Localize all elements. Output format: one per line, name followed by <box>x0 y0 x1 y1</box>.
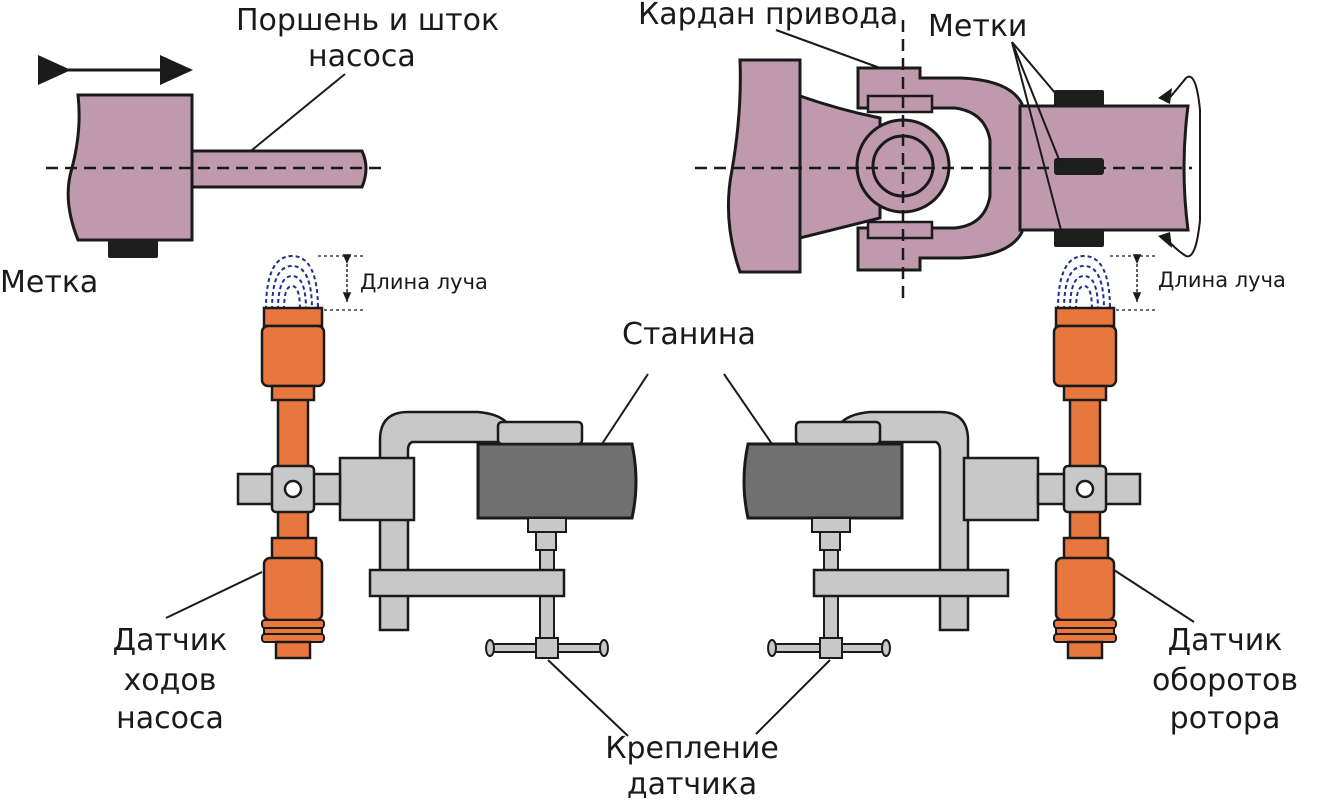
piston-rod-label-line2: насоса <box>308 39 416 74</box>
mount-label-line2: датчика <box>626 767 758 802</box>
rotor-mark-middle <box>1054 158 1104 175</box>
piston-rod-label-line1: Поршень и шток <box>236 3 500 38</box>
rotor-sensor-label-line2: оборотов <box>1151 663 1299 698</box>
drive-cardan-label: Кардан привода <box>638 0 899 32</box>
beam-length-right-label: Длина луча <box>1158 268 1286 292</box>
rotation-arrow <box>1165 75 1201 258</box>
beam-right <box>1057 254 1156 311</box>
leader-lines <box>165 373 1195 737</box>
drive-cardan <box>695 20 1201 305</box>
rotor-mark-top <box>1054 90 1104 107</box>
rotor-sensor-label-line1: Датчик <box>1167 623 1283 658</box>
pump-piston <box>46 93 384 258</box>
beam-length-left-label: Длина луча <box>360 270 488 294</box>
beam-left <box>265 254 366 311</box>
rotor-sensor-label-line3: ротора <box>1169 701 1281 736</box>
pump-sensor-label-line1: Датчик <box>112 623 228 658</box>
rotor-rpm-sensor-assembly <box>742 306 1142 660</box>
marks-leaders <box>1011 41 1063 235</box>
pump-mark <box>108 240 158 258</box>
marks-label: Метки <box>928 9 1028 44</box>
piston-leader <box>251 73 346 151</box>
mark-label: Метка <box>0 265 99 300</box>
mount-label-line1: Крепление <box>605 731 779 766</box>
pump-sensor-label-line2: ходов <box>123 663 217 698</box>
rotor-mark-bottom <box>1054 230 1104 247</box>
pump-stroke-sensor-assembly <box>236 306 638 660</box>
frame-label: Станина <box>622 317 756 352</box>
cardan-leader <box>775 29 881 69</box>
pump-sensor-label-line3: насоса <box>116 701 224 736</box>
